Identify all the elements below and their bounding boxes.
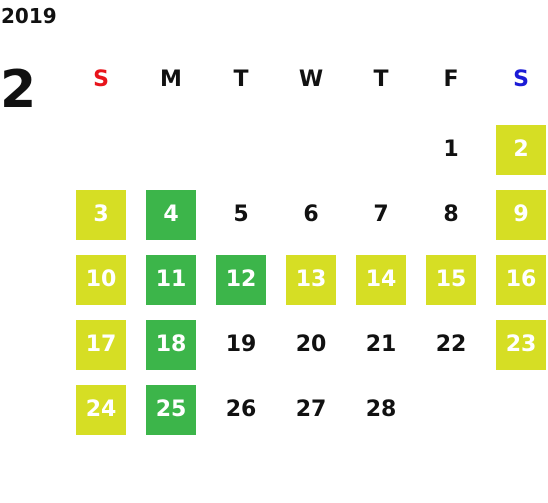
day-cell[interactable]: 8 — [443, 202, 459, 227]
day-cell[interactable]: 14 — [356, 255, 406, 305]
day-cell[interactable]: 22 — [435, 332, 467, 357]
weekday-label: M — [160, 67, 182, 92]
day-cell[interactable]: 17 — [76, 320, 126, 370]
day-cell[interactable]: 16 — [496, 255, 546, 305]
day-cell[interactable]: 10 — [76, 255, 126, 305]
weekday-label: W — [298, 67, 324, 92]
day-cell[interactable]: 21 — [365, 332, 397, 357]
day-cell[interactable]: 1 — [443, 137, 459, 162]
weekday-label: T — [373, 67, 389, 92]
day-cell[interactable]: 28 — [365, 397, 397, 422]
day-cell[interactable]: 6 — [303, 202, 319, 227]
month-label: 2 — [0, 60, 37, 120]
day-cell[interactable]: 27 — [295, 397, 327, 422]
weekday-label: S — [513, 67, 529, 92]
day-cell[interactable]: 25 — [146, 385, 196, 435]
day-cell[interactable]: 2 — [496, 125, 546, 175]
day-cell[interactable]: 18 — [146, 320, 196, 370]
weekday-label: F — [443, 67, 459, 92]
day-cell[interactable]: 26 — [225, 397, 257, 422]
day-cell[interactable]: 4 — [146, 190, 196, 240]
day-cell[interactable]: 19 — [225, 332, 257, 357]
day-cell[interactable]: 24 — [76, 385, 126, 435]
day-cell[interactable]: 11 — [146, 255, 196, 305]
weekday-label: T — [233, 67, 249, 92]
day-cell[interactable]: 15 — [426, 255, 476, 305]
day-cell[interactable]: 5 — [233, 202, 249, 227]
day-cell[interactable]: 7 — [373, 202, 389, 227]
day-cell[interactable]: 13 — [286, 255, 336, 305]
day-cell[interactable]: 9 — [496, 190, 546, 240]
day-cell[interactable]: 12 — [216, 255, 266, 305]
weekday-label: S — [93, 67, 109, 92]
day-cell[interactable]: 20 — [295, 332, 327, 357]
day-cell[interactable]: 23 — [496, 320, 546, 370]
day-cell[interactable]: 3 — [76, 190, 126, 240]
year-label: 2019 — [1, 4, 57, 28]
